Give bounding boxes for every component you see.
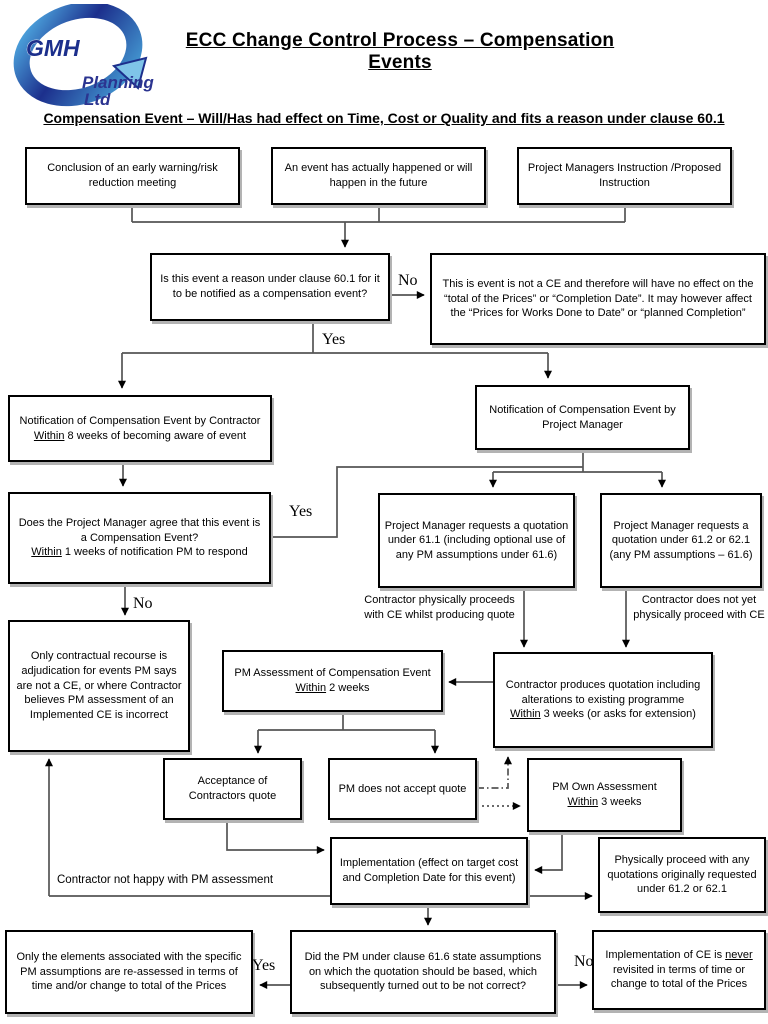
label-no-pm-agrees: No (133, 595, 153, 612)
gmh-planning-logo: GMH Planning Ltd (13, 4, 154, 109)
node-does-pm-agree: Does the Project Manager agree that this… (8, 492, 271, 584)
label-yes-assumptions: Yes (252, 957, 276, 974)
node-pm-not-accept: PM does not accept quote (328, 758, 477, 820)
node-decision-clause-601: Is this event a reason under clause 60.1… (150, 253, 390, 321)
page-title: ECC Change Control Process – Compensatio… (185, 30, 615, 73)
label-no-decision1: No (398, 272, 418, 289)
label-contractor-not-happy: Contractor not happy with PM assessment (57, 874, 274, 886)
node-only-elements-reassessed: Only the elements associated with the sp… (5, 930, 253, 1014)
label-no-assumptions: No (574, 953, 594, 970)
logo-ltd-text: Ltd (84, 90, 111, 109)
logo-acronym: GMH (26, 35, 80, 61)
page-subtitle: Compensation Event – Will/Has had effect… (43, 110, 725, 126)
label-yes-pm-agrees: Yes (289, 503, 313, 520)
node-notify-by-contractor: Notification of Compensation Event by Co… (8, 395, 272, 462)
logo-planning-text: Planning (82, 73, 154, 92)
logo-arrow-icon (111, 56, 148, 90)
node-not-a-ce: This is event is not a CE and therefore … (430, 253, 766, 345)
label-yes-decision1: Yes (322, 331, 346, 348)
node-did-pm-assumptions: Did the PM under clause 61.6 state assum… (290, 930, 556, 1014)
